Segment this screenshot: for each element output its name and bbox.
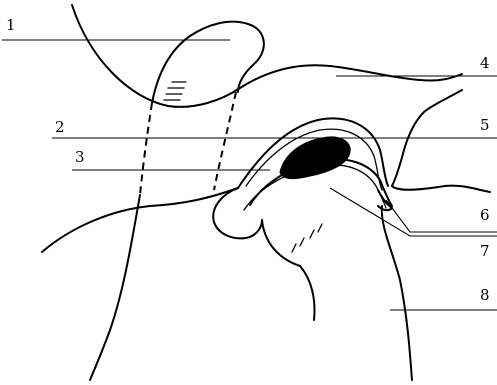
head-body-contour [262, 220, 314, 320]
label-4: 4 [480, 54, 490, 72]
label-2: 2 [55, 118, 65, 136]
label-3: 3 [75, 148, 85, 166]
label-7: 7 [480, 242, 490, 260]
roof-outline [168, 65, 462, 107]
upper-process-dashed-right [214, 92, 236, 190]
left-long-contour [90, 195, 140, 380]
large-arc-outline [72, 5, 168, 106]
label-6: 6 [480, 206, 490, 224]
upper-process-dashed-left [140, 103, 152, 195]
right-lower-contour [382, 206, 412, 380]
head-hatching [292, 224, 322, 252]
upper-process-hatching [164, 82, 186, 100]
upper-process-outline [152, 22, 264, 103]
label-8: 8 [480, 286, 490, 304]
head-outer-contour [213, 188, 262, 238]
right-upper-contour [392, 186, 490, 192]
label-1: 1 [6, 16, 16, 34]
label-5: 5 [480, 116, 490, 134]
dark-fat-pad [280, 137, 350, 179]
leader-line-7 [330, 188, 497, 236]
